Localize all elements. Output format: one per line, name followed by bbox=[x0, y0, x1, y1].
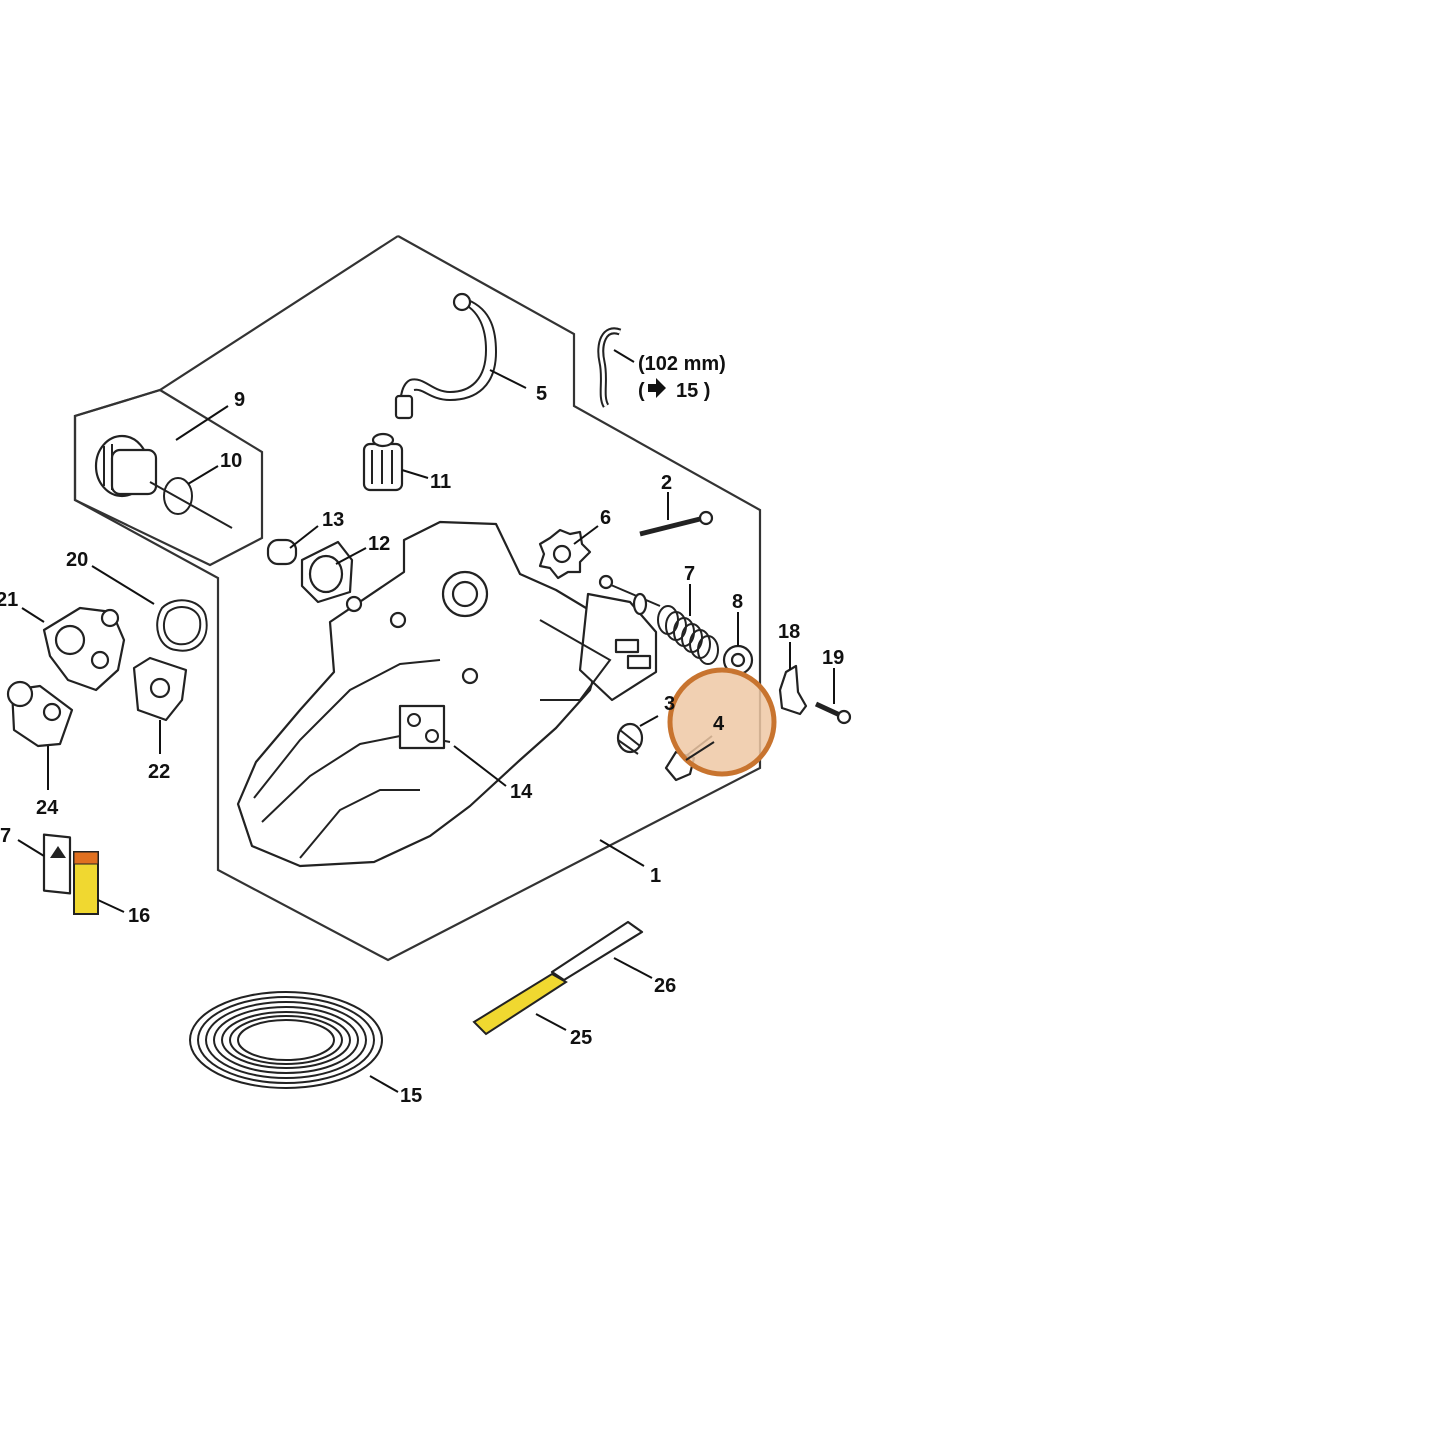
label-26: 26 bbox=[654, 975, 676, 997]
label-22: 22 bbox=[148, 761, 170, 783]
highlight-circle bbox=[667, 667, 777, 777]
pump-cover[interactable] bbox=[300, 540, 354, 604]
label-24: 24 bbox=[36, 797, 59, 819]
oil-pump[interactable] bbox=[94, 434, 158, 498]
label-11: 11 bbox=[430, 471, 451, 493]
arrow-icon bbox=[648, 378, 666, 398]
label-4: 4 bbox=[713, 713, 725, 735]
subassembly-frame bbox=[73, 388, 264, 567]
intake-flange[interactable] bbox=[132, 656, 188, 722]
label-6: 6 bbox=[600, 507, 611, 529]
label-18: 18 bbox=[778, 621, 800, 643]
label-13: 13 bbox=[322, 509, 344, 531]
decal-strip-yellow bbox=[472, 972, 568, 1036]
label-7: 7 bbox=[684, 563, 695, 585]
buffer[interactable] bbox=[616, 722, 644, 755]
spring[interactable] bbox=[598, 574, 719, 665]
manifold[interactable] bbox=[6, 680, 74, 748]
hose-ref-note: 15 ) bbox=[676, 380, 710, 402]
carburetor[interactable] bbox=[42, 606, 126, 692]
fuel-hose[interactable] bbox=[394, 292, 498, 420]
label-1: 1 bbox=[650, 865, 661, 887]
hose-length-note: (102 mm) bbox=[638, 353, 726, 375]
label-17: 7 bbox=[0, 825, 11, 847]
yellow-decal bbox=[73, 851, 99, 915]
label-5: 5 bbox=[536, 383, 547, 405]
label-10: 10 bbox=[220, 450, 242, 472]
label-20: 20 bbox=[66, 549, 88, 571]
label-2: 2 bbox=[661, 472, 672, 494]
bracket[interactable] bbox=[778, 664, 808, 716]
label-8: 8 bbox=[732, 591, 743, 613]
label-15: 15 bbox=[400, 1085, 422, 1107]
o-ring[interactable] bbox=[163, 477, 193, 515]
hose-coil[interactable] bbox=[189, 991, 383, 1089]
fuel-filter[interactable] bbox=[362, 432, 404, 492]
label-14: 14 bbox=[510, 781, 533, 803]
decal-strip-white bbox=[550, 920, 644, 982]
gasket[interactable] bbox=[156, 599, 208, 652]
bolt-pin[interactable] bbox=[639, 510, 714, 537]
main-housing[interactable] bbox=[236, 520, 658, 868]
label-25: 25 bbox=[570, 1027, 592, 1049]
leader-lines bbox=[17, 349, 835, 1093]
sleeve[interactable] bbox=[266, 538, 298, 566]
label-21: 21 bbox=[0, 589, 18, 611]
label-9: 9 bbox=[234, 389, 245, 411]
warning-decal bbox=[42, 833, 72, 895]
screw[interactable] bbox=[814, 701, 852, 725]
hose-paren-open: ( bbox=[638, 380, 645, 402]
label-19: 19 bbox=[822, 647, 844, 669]
label-3: 3 bbox=[664, 693, 675, 715]
label-12: 12 bbox=[368, 533, 390, 555]
label-16: 16 bbox=[128, 905, 150, 927]
